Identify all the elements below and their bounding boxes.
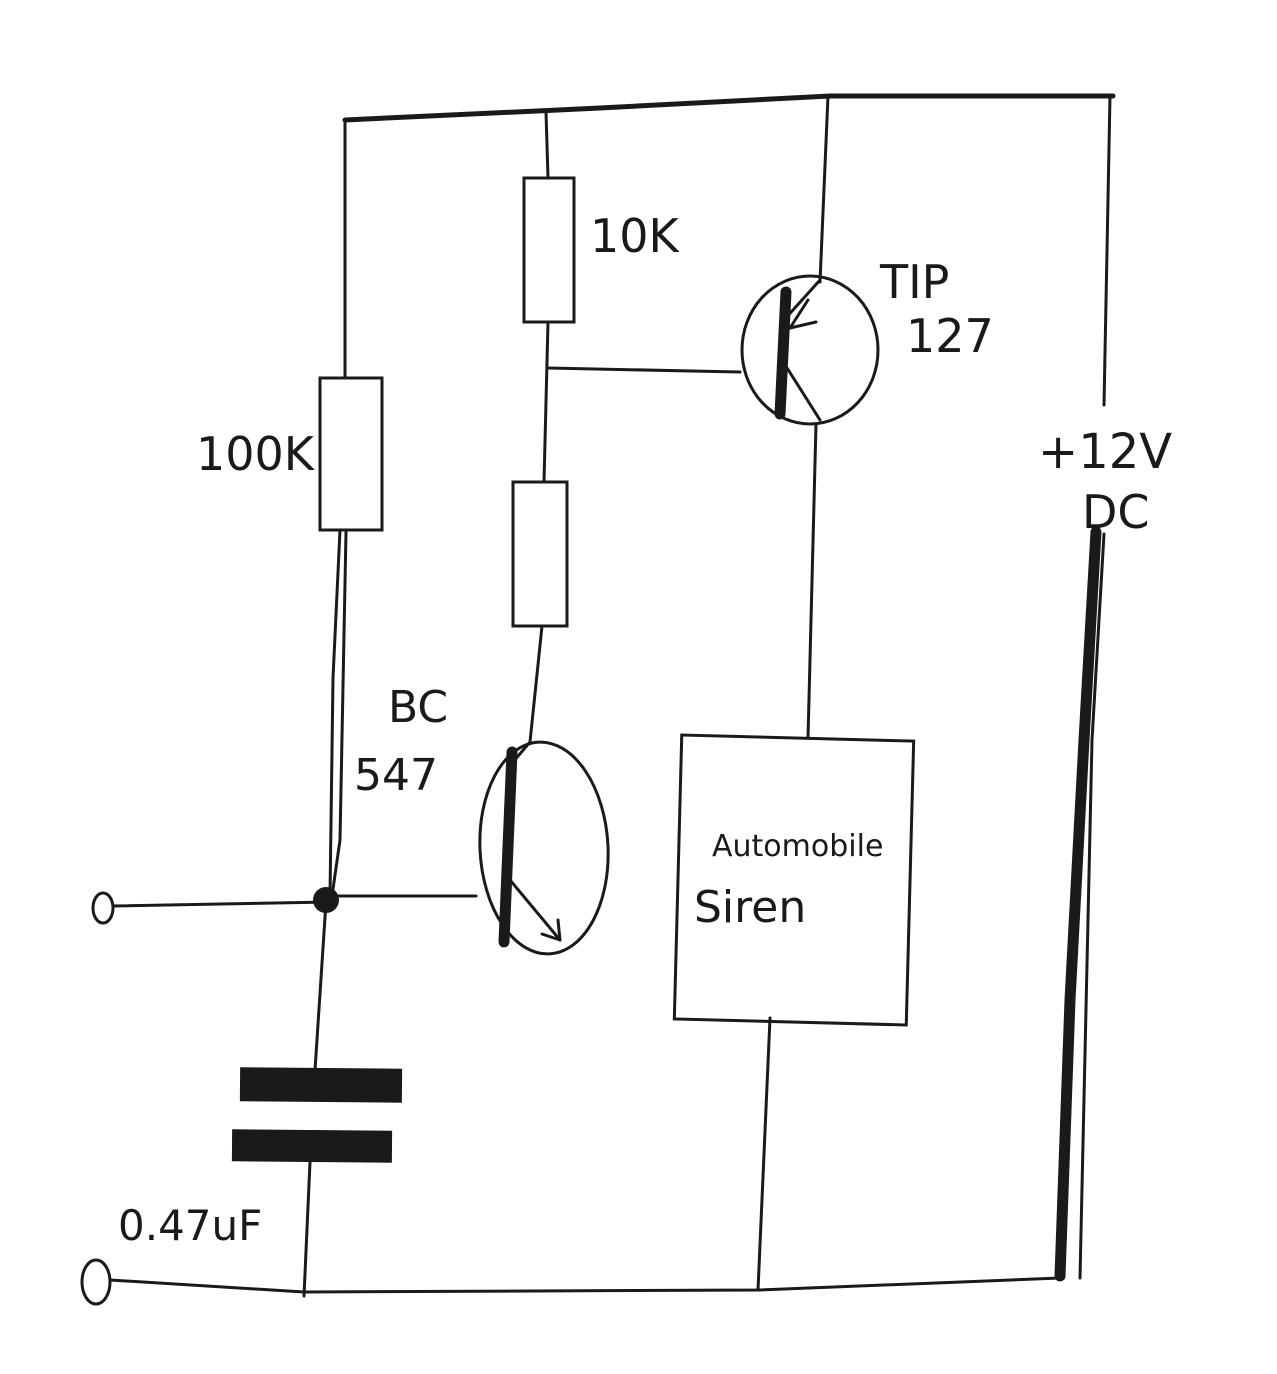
tip127-emitter-arrow <box>788 298 818 330</box>
input-terminal-bottom[interactable] <box>80 1258 112 1306</box>
supply-lead-wire <box>1054 526 1102 1282</box>
tip127-base-bar <box>774 286 792 420</box>
input-terminal-top[interactable] <box>91 891 115 925</box>
capacitor-bottom-wire <box>302 1160 312 1298</box>
capacitor-top-wire <box>313 900 328 1072</box>
siren-ground-wire <box>756 1016 772 1292</box>
middle-branch-wire-top <box>544 110 550 180</box>
tip127-to-siren-wire <box>806 422 818 740</box>
label-siren: Siren <box>694 882 806 933</box>
bc547-emitter-arrow <box>540 918 562 942</box>
capacitor-plate-bottom <box>231 1129 393 1163</box>
left-branch-wire-bottom <box>328 528 342 898</box>
label-547: 547 <box>354 750 438 801</box>
tip127-collector-lead <box>780 358 822 422</box>
left-branch-wire-bottom-2 <box>330 530 348 898</box>
bc547-emitter-lead <box>508 878 562 942</box>
label-10k: 10K <box>590 209 681 263</box>
tip127-emitter-lead <box>782 278 822 322</box>
input-wire <box>111 900 332 908</box>
tip127-emitter-wire <box>818 94 830 284</box>
top-rail-wire <box>342 93 1116 123</box>
bottom-ground-rail <box>108 1276 1062 1294</box>
middle-branch-wire-mid <box>542 320 550 484</box>
tip127-base-wire <box>546 366 742 374</box>
resistor-100k <box>318 376 384 532</box>
supply-lead-wire-outline <box>1078 532 1106 1280</box>
bc547-base-bar <box>498 746 518 948</box>
resistor-unlabeled <box>511 480 569 628</box>
label-100k: 100K <box>196 427 316 481</box>
capacitor-plate-top <box>239 1067 403 1103</box>
label-dc: DC <box>1082 485 1150 539</box>
label-12v: +12V <box>1038 424 1172 480</box>
label-tip: TIP <box>879 255 949 309</box>
junction-dot <box>313 887 339 913</box>
resistor-10k <box>522 176 576 324</box>
bc547-transistor <box>478 740 610 956</box>
tip127-transistor <box>740 274 880 426</box>
label-bc: BC <box>388 682 448 733</box>
bc547-collector-wire <box>528 624 544 744</box>
top-right-corner-wire <box>1102 94 1112 407</box>
automobile-siren <box>672 733 916 1027</box>
label-automobile: Automobile <box>712 829 883 864</box>
label-127: 127 <box>906 309 994 363</box>
label-capacitor: 0.47uF <box>118 1201 262 1250</box>
bc547-collector-lead <box>506 740 532 770</box>
